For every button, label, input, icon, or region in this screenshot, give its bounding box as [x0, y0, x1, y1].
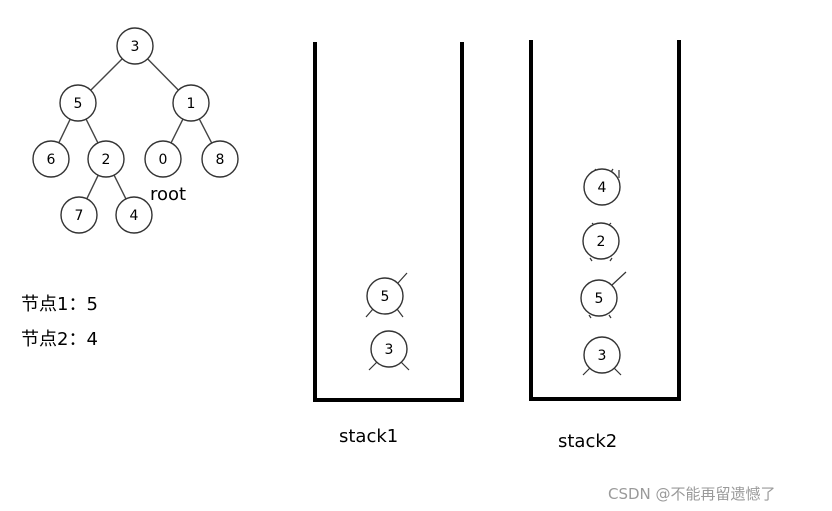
tree-node-value: 2: [102, 152, 111, 168]
stack-item-circle: [370, 330, 408, 368]
tree-node: 5: [59, 84, 97, 122]
stack-item-circle: [580, 279, 618, 317]
tree-node-circle: [32, 140, 70, 178]
stack-item-stub: [582, 367, 591, 376]
stack2-container: [529, 40, 681, 401]
stack-item-value: 5: [595, 291, 604, 307]
stack1-label: stack1: [339, 426, 398, 447]
stack-item-stub: [608, 314, 612, 319]
tree-node-circle: [116, 27, 154, 65]
stack1-walls: [313, 42, 464, 402]
tree-node-circle: [60, 196, 98, 234]
tree-edge: [113, 174, 127, 200]
stack-item-circle: [366, 277, 404, 315]
stack-item-circle: [582, 222, 620, 260]
stack2-label: stack2: [558, 431, 617, 452]
tree-node-circle: [59, 84, 97, 122]
tree-node: 6: [32, 140, 70, 178]
tree-node-value: 3: [131, 39, 140, 55]
tree-edge: [198, 118, 213, 144]
tree-node-value: 5: [74, 96, 83, 112]
stack-item-value: 3: [598, 348, 607, 364]
tree-node-circle: [115, 196, 153, 234]
root-label: root: [150, 184, 186, 205]
stack1-container: [313, 42, 464, 402]
stack2-items: 4 2 5 3: [580, 168, 627, 376]
tree-edge: [147, 58, 179, 91]
target-node-1-text: 节点1：5: [21, 294, 98, 315]
stack-item-stub: [589, 257, 593, 262]
stack-item-value: 5: [381, 289, 390, 305]
tree-edge: [58, 118, 71, 144]
tree-node-circle: [201, 140, 239, 178]
stack1-items: 53: [365, 272, 410, 371]
tree-node-circle: [172, 84, 210, 122]
tree-node-circle: [87, 140, 125, 178]
stack-item-value: 2: [597, 234, 606, 250]
stack-item: 4: [583, 168, 621, 206]
stack-item-stub: [400, 361, 410, 371]
tree-node: 1: [172, 84, 210, 122]
stack-item: 3: [368, 330, 410, 371]
stack2-walls: [529, 40, 681, 401]
stack-item: 2: [582, 222, 620, 262]
stack-item-value: 4: [598, 180, 607, 196]
stack-item-stub: [611, 271, 627, 286]
tree-node-circle: [144, 140, 182, 178]
stack-item-stub: [396, 308, 404, 318]
stack-item-stub: [588, 314, 592, 319]
tree-node-value: 4: [130, 208, 139, 224]
tree-node: 4: [115, 196, 153, 234]
tree-nodes: 3 5 1 6 2 0 8 7 4: [32, 27, 239, 234]
tree-node-value: 0: [159, 152, 168, 168]
tree-node: 8: [201, 140, 239, 178]
watermark: CSDN @不能再留遗憾了: [608, 485, 776, 503]
target-node-2-text: 节点2：4: [21, 329, 98, 350]
stack-item-stub: [613, 367, 622, 376]
tree-edges: [58, 58, 213, 200]
stack-item-stub: [365, 308, 374, 318]
stack-item-circle: [583, 336, 621, 374]
tree-edge: [85, 118, 99, 144]
stack-item-stub: [609, 257, 613, 262]
tree-edge: [170, 118, 184, 144]
tree-node: 2: [87, 140, 125, 178]
tree-edge: [86, 174, 99, 200]
stack-item-circle: [583, 168, 621, 206]
tree-node: 7: [60, 196, 98, 234]
tree-node-value: 7: [75, 208, 84, 224]
stack-item-stub: [368, 361, 378, 371]
stack-item: 5: [365, 272, 408, 318]
stack-item-stub: [397, 272, 408, 284]
tree-node-value: 1: [187, 96, 196, 112]
stack-item-value: 3: [385, 342, 394, 358]
tree-node: 3: [116, 27, 154, 65]
tree-node-value: 6: [47, 152, 56, 168]
stack-item: 3: [582, 336, 622, 376]
tree-node-value: 8: [216, 152, 225, 168]
stack-item: 5: [580, 271, 627, 319]
tree-node: 0: [144, 140, 182, 178]
tree-edge: [90, 58, 123, 91]
